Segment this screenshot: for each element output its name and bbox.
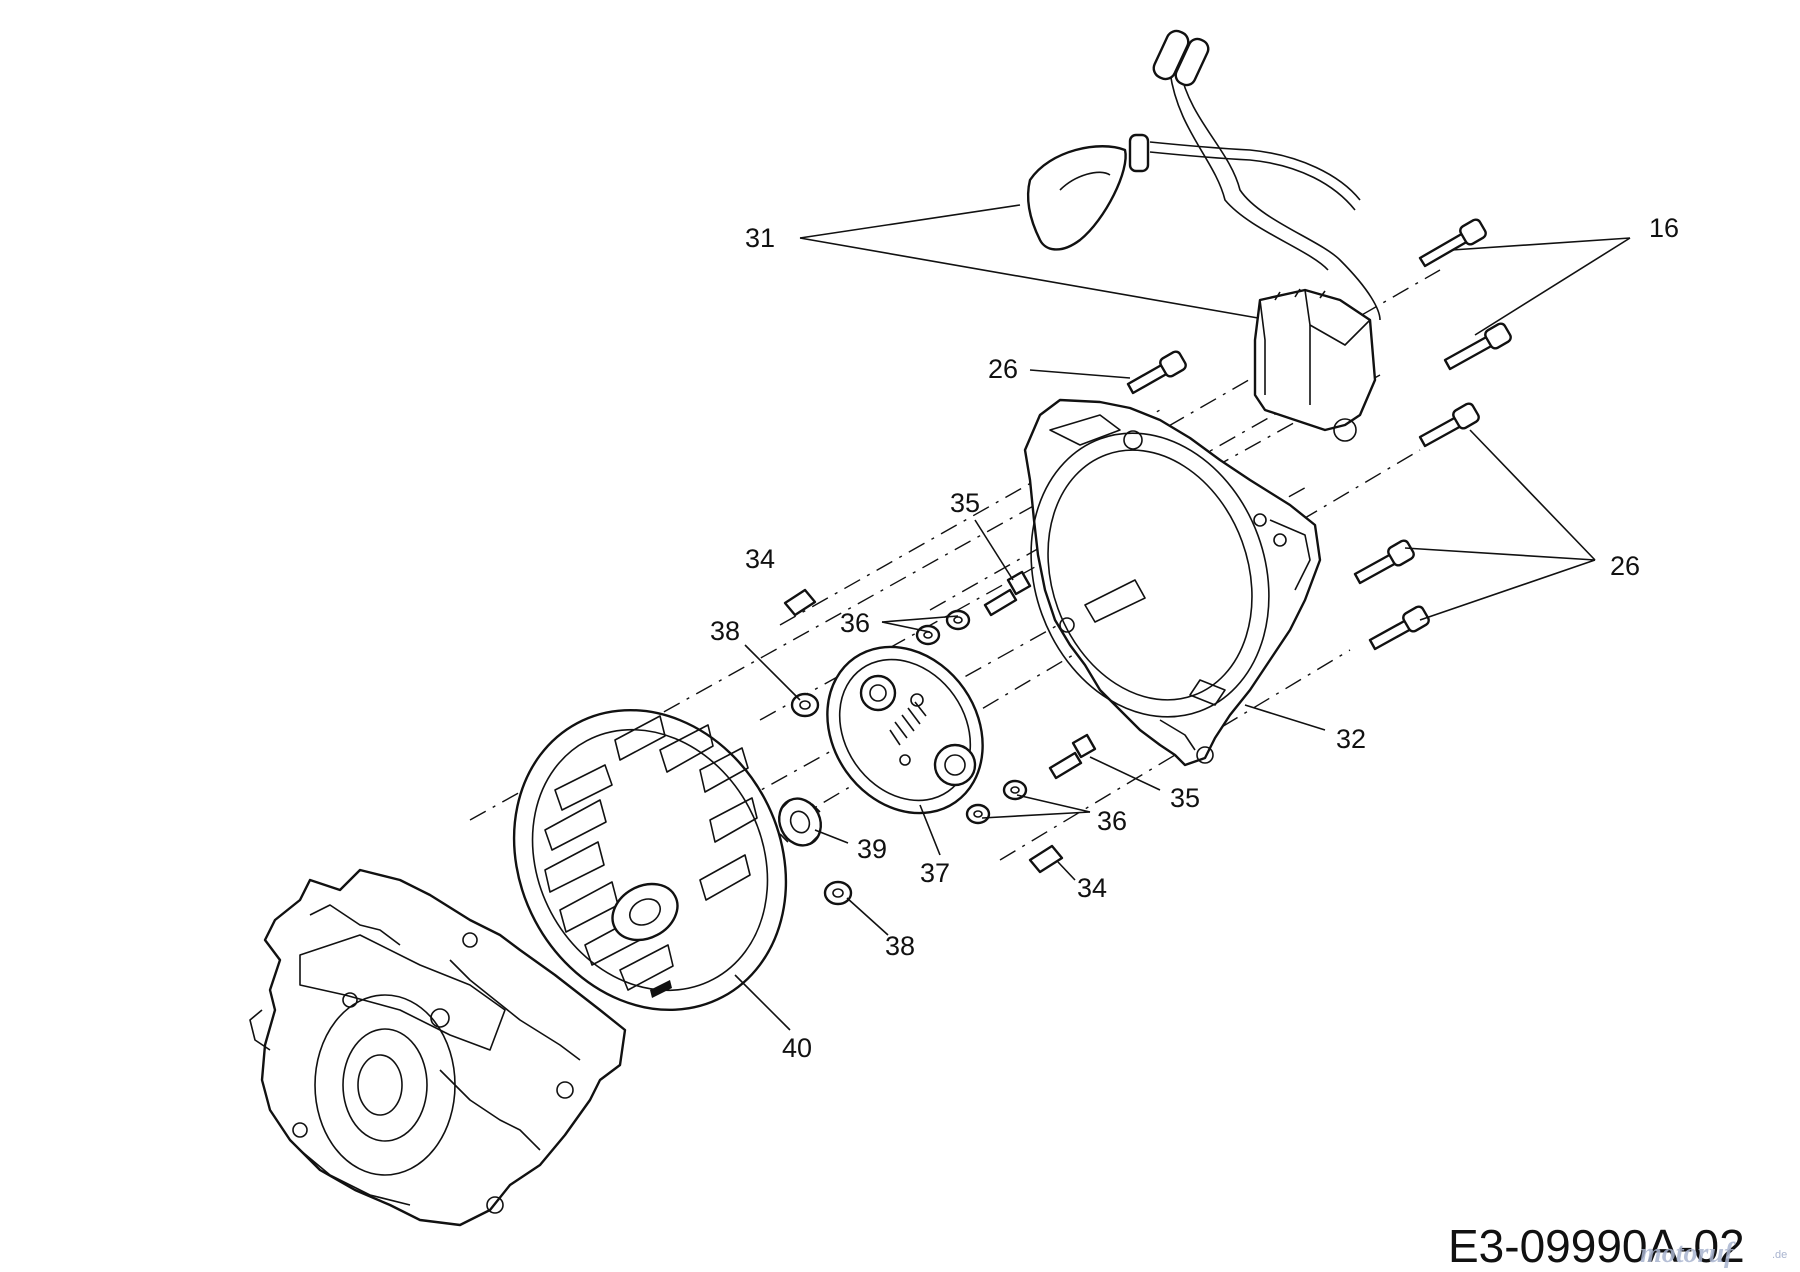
- shoulder-bolt-35-top: [983, 570, 1032, 617]
- part-number-labels: 31 16 26 35 34 26 36 38 32 35 36 39 37 3…: [710, 213, 1679, 1063]
- label-37: 37: [920, 858, 950, 888]
- label-38-top: 38: [710, 616, 740, 646]
- screw-26-top: [1126, 350, 1187, 395]
- label-35-bottom: 35: [1170, 783, 1200, 813]
- label-39: 39: [857, 834, 887, 864]
- label-26-top: 26: [988, 354, 1018, 384]
- label-34-bottom: 34: [1077, 873, 1107, 903]
- label-26-right: 26: [1610, 551, 1640, 581]
- flywheel-nut: [778, 797, 822, 847]
- flywheel: [512, 708, 788, 1012]
- label-32: 32: [1336, 724, 1366, 754]
- pin-34-bottom: [1028, 844, 1064, 874]
- washer-38-bottom: [823, 880, 853, 906]
- label-40: 40: [782, 1033, 812, 1063]
- ignition-coil: [1026, 29, 1381, 442]
- drawing-code: E3-09990A-02: [1448, 1220, 1745, 1272]
- screw-26-right-3: [1368, 605, 1430, 651]
- crankcase-housing: [249, 868, 627, 1227]
- shoulder-bolt-35-bottom: [1048, 733, 1097, 780]
- screw-26-right-1: [1418, 402, 1480, 448]
- washer-36-c: [1002, 779, 1028, 801]
- screw-26-right-2: [1353, 539, 1415, 585]
- label-31: 31: [745, 223, 775, 253]
- watermark-logo: motoruf: [1640, 1238, 1736, 1269]
- clutch-assembly: [826, 645, 984, 815]
- label-34-top: 34: [745, 544, 775, 574]
- label-38-bottom: 38: [885, 931, 915, 961]
- label-36-top: 36: [840, 608, 870, 638]
- screw-16-top: [1418, 218, 1487, 268]
- washer-38-top: [790, 692, 820, 718]
- leader-lines: [734, 204, 1631, 1031]
- washer-36-d: [965, 803, 991, 825]
- label-35-top: 35: [950, 488, 980, 518]
- fan-housing: [1023, 398, 1322, 767]
- washer-36-a: [915, 624, 941, 646]
- washer-36-b: [945, 609, 971, 631]
- label-16: 16: [1649, 213, 1679, 243]
- pin-34-top: [783, 588, 817, 617]
- screw-16-middle: [1443, 322, 1512, 371]
- watermark-suffix: .de: [1772, 1249, 1787, 1261]
- label-36-bottom: 36: [1097, 806, 1127, 836]
